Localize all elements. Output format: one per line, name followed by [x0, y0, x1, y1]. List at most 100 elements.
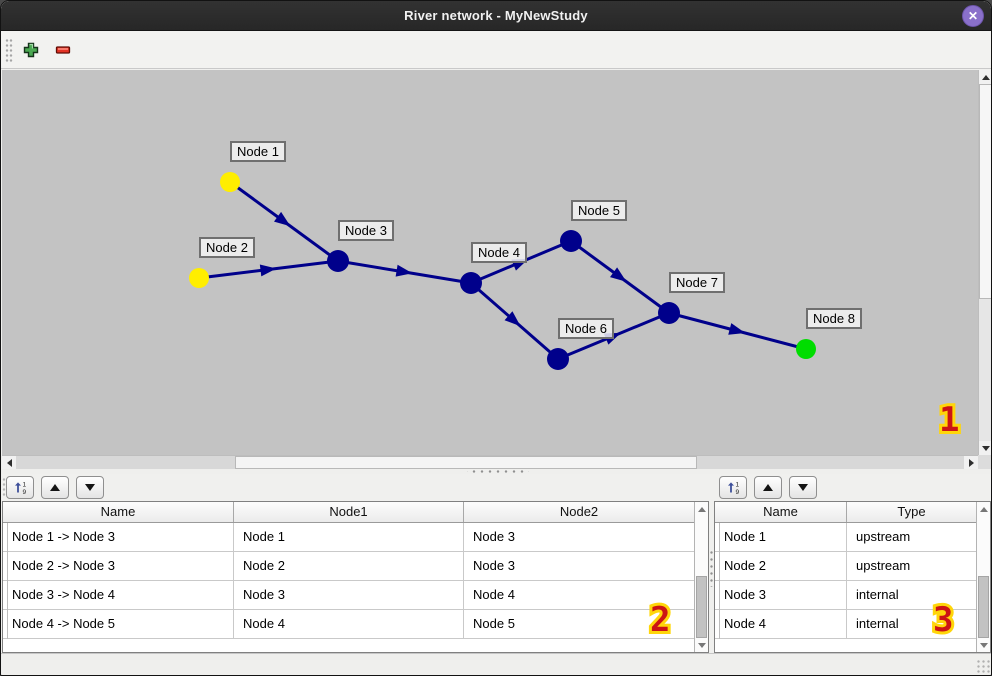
remove-node-button[interactable]: [50, 37, 76, 63]
node-circle-upstream[interactable]: [220, 172, 240, 192]
scroll-right-button[interactable]: [964, 456, 978, 469]
resize-grip[interactable]: [976, 659, 990, 673]
scroll-down-button[interactable]: [979, 441, 991, 455]
scroll-down-button[interactable]: [977, 638, 990, 652]
table-row[interactable]: Node 2 upstream: [715, 552, 976, 581]
node-circle-internal[interactable]: [547, 348, 569, 370]
edge-line[interactable]: [198, 259, 339, 280]
left-arrow-icon: [6, 458, 12, 467]
node-label[interactable]: Node 3: [338, 220, 394, 241]
column-header[interactable]: Name: [715, 502, 847, 522]
table-cell[interactable]: Node 3: [473, 558, 515, 573]
node-label[interactable]: Node 6: [558, 318, 614, 339]
edge-line[interactable]: [570, 239, 670, 315]
table-row[interactable]: Node 4 internal: [715, 610, 976, 639]
node-circle-internal[interactable]: [460, 272, 482, 294]
table-cell[interactable]: Node 1: [234, 523, 464, 551]
canvas-vertical-scrollbar[interactable]: [978, 70, 991, 455]
table-cell[interactable]: upstream: [856, 529, 911, 544]
column-header[interactable]: Name: [3, 502, 234, 522]
scroll-left-button[interactable]: [2, 456, 16, 469]
move-down-button[interactable]: [76, 476, 104, 499]
scroll-up-button[interactable]: [695, 502, 708, 516]
scroll-thumb[interactable]: [696, 576, 707, 638]
node-label[interactable]: Node 1: [230, 141, 286, 162]
table-cell[interactable]: upstream: [856, 558, 911, 573]
node-circle-internal[interactable]: [560, 230, 582, 252]
table-cell[interactable]: Node 2: [715, 552, 847, 580]
vertical-splitter[interactable]: [709, 549, 714, 587]
table-cell[interactable]: Node 4: [473, 587, 515, 602]
table-cell[interactable]: Node 4: [234, 610, 464, 638]
table-cell[interactable]: Node 3: [234, 581, 464, 609]
up-arrow-icon: [697, 506, 706, 512]
add-node-button[interactable]: [18, 37, 44, 63]
branches-table-scrollbar[interactable]: [694, 502, 708, 652]
horizontal-scroll-thumb[interactable]: [235, 456, 697, 469]
branches-toolbar-handle[interactable]: [2, 477, 6, 497]
column-header[interactable]: Type: [897, 504, 926, 519]
table-row[interactable]: Node 1 upstream: [715, 523, 976, 552]
triangle-up-icon: [50, 484, 60, 491]
scroll-down-button[interactable]: [695, 638, 708, 652]
node-circle-internal[interactable]: [658, 302, 680, 324]
vertical-scroll-thumb[interactable]: [979, 84, 991, 299]
move-up-button[interactable]: [754, 476, 782, 499]
up-arrow-icon: [981, 74, 990, 80]
down-arrow-icon: [981, 445, 990, 451]
table-cell[interactable]: Node 5: [473, 616, 515, 631]
nodes-table-header: Name Type: [715, 502, 976, 523]
scroll-up-button[interactable]: [977, 502, 990, 516]
table-cell[interactable]: Node 1 -> Node 3: [3, 523, 234, 551]
node-circle-internal[interactable]: [327, 250, 349, 272]
down-arrow-icon: [979, 642, 988, 648]
close-button[interactable]: ✕: [962, 5, 984, 27]
node-circle-upstream[interactable]: [189, 268, 209, 288]
table-cell[interactable]: Node 3 -> Node 4: [3, 581, 234, 609]
svg-text:9: 9: [735, 489, 739, 495]
horizontal-splitter[interactable]: [1, 469, 991, 474]
node-label[interactable]: Node 7: [669, 272, 725, 293]
node-label[interactable]: Node 4: [471, 242, 527, 263]
scroll-up-button[interactable]: [979, 70, 991, 84]
edge-line[interactable]: [229, 180, 339, 263]
edge-line[interactable]: [668, 311, 807, 351]
table-cell[interactable]: internal: [856, 616, 899, 631]
table-cell[interactable]: Node 4 -> Node 5: [3, 610, 234, 638]
node-label[interactable]: Node 2: [199, 237, 255, 258]
network-graph: [189, 172, 816, 370]
table-cell[interactable]: Node 3: [715, 581, 847, 609]
table-cell[interactable]: Node 4: [715, 610, 847, 638]
node-label[interactable]: Node 8: [806, 308, 862, 329]
window-title: River network - MyNewStudy: [404, 8, 588, 23]
node-circle-downstream[interactable]: [796, 339, 816, 359]
table-cell[interactable]: Node 1: [715, 523, 847, 551]
title-bar[interactable]: River network - MyNewStudy ✕: [1, 1, 991, 31]
edge-line[interactable]: [337, 259, 472, 285]
scroll-thumb[interactable]: [978, 576, 989, 638]
svg-text:1: 1: [735, 482, 739, 489]
edge-line[interactable]: [470, 281, 559, 361]
river-network-canvas[interactable]: Node 1 Node 2 Node 3 Node 4 Node 5 Node 6 Node…: [2, 70, 978, 455]
table-cell[interactable]: Node 3: [473, 529, 515, 544]
canvas-horizontal-scrollbar[interactable]: [2, 455, 978, 469]
move-down-button[interactable]: [789, 476, 817, 499]
table-cell[interactable]: internal: [856, 587, 899, 602]
nodes-table-scrollbar[interactable]: [976, 502, 990, 652]
column-header[interactable]: Node1: [234, 502, 464, 522]
table-cell[interactable]: Node 2: [234, 552, 464, 580]
node-label[interactable]: Node 5: [571, 200, 627, 221]
move-up-button[interactable]: [41, 476, 69, 499]
column-header[interactable]: Node2: [559, 504, 599, 519]
table-cell[interactable]: Node 2 -> Node 3: [3, 552, 234, 580]
table-row[interactable]: Node 3 internal: [715, 581, 976, 610]
toolbar-drag-handle[interactable]: [5, 38, 13, 63]
